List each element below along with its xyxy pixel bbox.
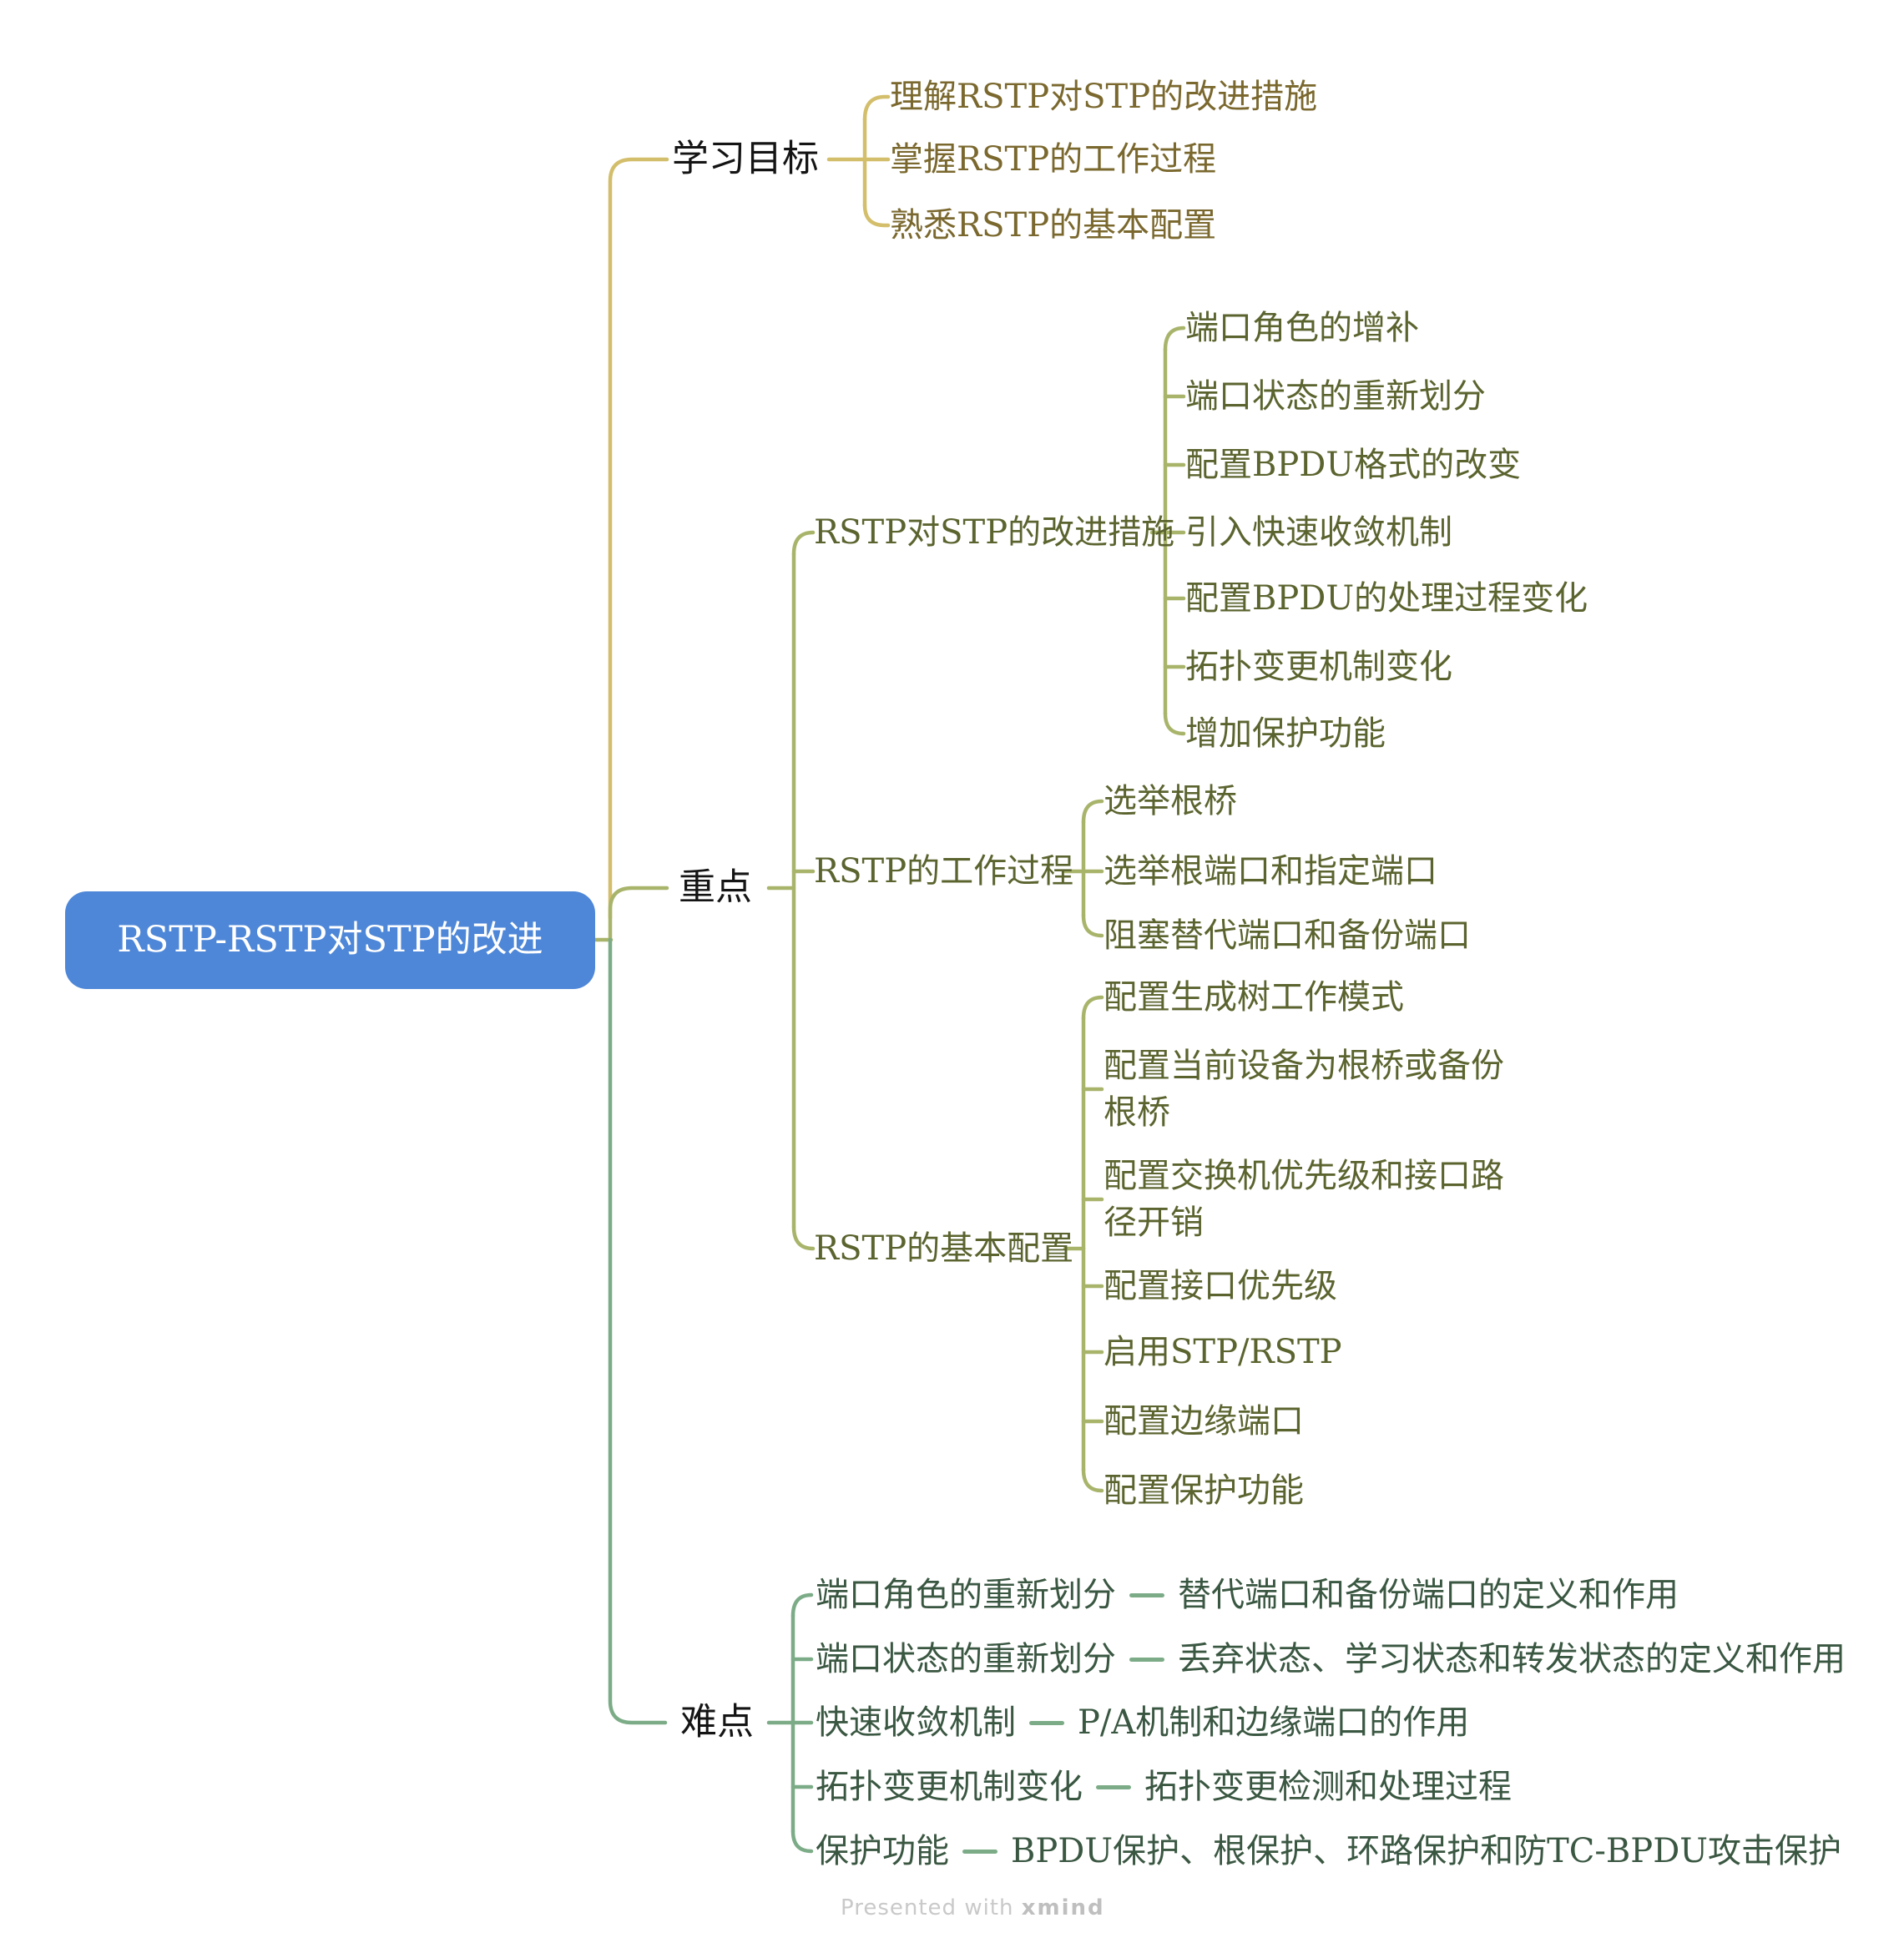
subtopic-rstp-working-process[interactable]: RSTP的工作过程 xyxy=(814,852,1074,891)
root-topic-label: RSTP-RSTP对STP的改进 xyxy=(117,918,543,961)
difficult-detail[interactable]: BPDU保护、根保护、环路保护和防TC-BPDU攻击保护 xyxy=(1011,1832,1841,1870)
difficult-row: 保护功能 BPDU保护、根保护、环路保护和防TC-BPDU攻击保护 xyxy=(816,1831,1841,1871)
difficult-topic[interactable]: 快速收敛机制 xyxy=(816,1703,1016,1742)
difficult-detail[interactable]: 丢弃状态、学习状态和转发状态的定义和作用 xyxy=(1178,1640,1846,1678)
dash-connector xyxy=(1029,1720,1064,1725)
topic-key-points[interactable]: 重点 xyxy=(679,865,752,909)
key-leaf[interactable]: 配置BPDU格式的改变 xyxy=(1185,446,1522,484)
difficult-row: 端口角色的重新划分 替代端口和备份端口的定义和作用 xyxy=(816,1575,1679,1615)
dash-connector xyxy=(962,1849,997,1854)
key-leaf[interactable]: 启用STP/RSTP xyxy=(1104,1333,1342,1371)
key-leaf[interactable]: 端口状态的重新划分 xyxy=(1185,377,1486,416)
key-leaf[interactable]: 端口角色的增补 xyxy=(1185,309,1419,347)
key-leaf[interactable]: 配置交换机优先级和接口路径开销 xyxy=(1104,1157,1504,1242)
difficult-topic[interactable]: 端口状态的重新划分 xyxy=(816,1640,1116,1678)
subtopic-rstp-basic-config[interactable]: RSTP的基本配置 xyxy=(814,1229,1074,1268)
key-leaf[interactable]: 配置边缘端口 xyxy=(1104,1402,1304,1441)
subtopic-rstp-improvements[interactable]: RSTP对STP的改进措施 xyxy=(814,513,1175,552)
key-leaf[interactable]: 选举根桥 xyxy=(1104,782,1237,820)
goals-branch-lines xyxy=(608,94,891,921)
goal-item[interactable]: 理解RSTP对STP的改进措施 xyxy=(890,78,1318,116)
goal-item[interactable]: 掌握RSTP的工作过程 xyxy=(890,140,1217,179)
root-topic[interactable]: RSTP-RSTP对STP的改进 xyxy=(65,891,595,989)
key-branch-lines xyxy=(591,326,1186,1493)
difficult-topic[interactable]: 拓扑变更机制变化 xyxy=(816,1768,1083,1806)
key-leaf[interactable]: 增加保护功能 xyxy=(1185,714,1386,753)
difficult-detail[interactable]: 拓扑变更检测和处理过程 xyxy=(1144,1768,1512,1806)
key-leaf[interactable]: 配置保护功能 xyxy=(1104,1471,1304,1510)
difficult-detail[interactable]: 替代端口和备份端口的定义和作用 xyxy=(1178,1576,1679,1614)
difficult-topic[interactable]: 保护功能 xyxy=(816,1832,949,1870)
dash-connector xyxy=(1096,1784,1131,1789)
difficult-topic[interactable]: 端口角色的重新划分 xyxy=(816,1576,1116,1614)
key-leaf[interactable]: 选举根端口和指定端口 xyxy=(1104,852,1437,891)
key-leaf[interactable]: 配置当前设备为根桥或备份根桥 xyxy=(1104,1047,1504,1132)
difficult-row: 端口状态的重新划分 丢弃状态、学习状态和转发状态的定义和作用 xyxy=(816,1639,1846,1679)
difficult-row: 快速收敛机制 P/A机制和边缘端口的作用 xyxy=(816,1703,1469,1743)
key-leaf[interactable]: 配置生成树工作模式 xyxy=(1104,978,1404,1017)
difficult-detail[interactable]: P/A机制和边缘端口的作用 xyxy=(1078,1703,1470,1742)
difficult-row: 拓扑变更机制变化 拓扑变更检测和处理过程 xyxy=(816,1767,1512,1807)
watermark-text: Presented with xyxy=(841,1895,1022,1920)
xmind-logo-text: xmind xyxy=(1021,1895,1105,1920)
key-leaf[interactable]: 配置接口优先级 xyxy=(1104,1267,1337,1305)
goal-item[interactable]: 熟悉RSTP的基本配置 xyxy=(890,206,1217,245)
topic-difficult-points[interactable]: 难点 xyxy=(680,1700,754,1744)
topic-learning-goals[interactable]: 学习目标 xyxy=(672,137,819,180)
difficult-branch-lines xyxy=(608,937,814,1854)
key-leaf[interactable]: 阻塞替代端口和备份端口 xyxy=(1104,916,1471,955)
dash-connector xyxy=(1129,1657,1164,1662)
xmind-watermark: Presented with xmind xyxy=(841,1895,1105,1920)
key-leaf[interactable]: 引入快速收敛机制 xyxy=(1185,513,1452,552)
dash-connector xyxy=(1129,1592,1164,1597)
key-leaf[interactable]: 配置BPDU的处理过程变化 xyxy=(1185,579,1588,618)
key-leaf[interactable]: 拓扑变更机制变化 xyxy=(1185,648,1452,686)
